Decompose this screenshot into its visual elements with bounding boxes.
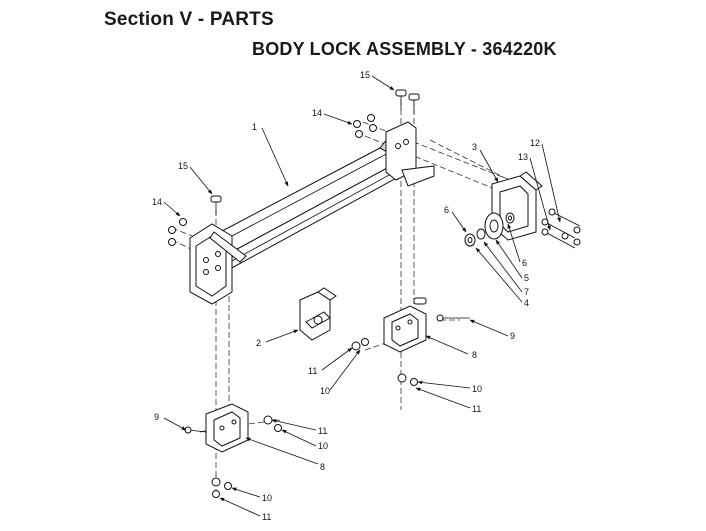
- callout-8b: 8: [320, 462, 325, 472]
- section-title: Section V - PARTS: [104, 9, 274, 30]
- bracket-bolts: [541, 208, 581, 249]
- callout-2: 2: [256, 338, 261, 348]
- callout-9b: 9: [154, 412, 159, 422]
- right-end-plate: [385, 121, 435, 187]
- carriage-bolt-left: [210, 195, 222, 214]
- assembly-title: BODY LOCK ASSEMBLY - 364220K: [252, 39, 557, 59]
- callout-15a: 15: [360, 70, 370, 80]
- nuts-left: [168, 218, 187, 246]
- hinge-bracket-upper: [383, 297, 427, 353]
- hinge-bracket-lower: [205, 403, 249, 453]
- nuts-top: [353, 114, 377, 138]
- callout-3: 3: [472, 142, 477, 152]
- callout-9a: 9: [510, 331, 515, 341]
- nuts-washers: [211, 338, 418, 498]
- callout-11c: 11: [318, 426, 327, 436]
- roller: [484, 212, 504, 240]
- callout-6a: 6: [444, 205, 449, 215]
- callout-4: 4: [524, 298, 529, 308]
- callout-11b: 11: [472, 404, 481, 414]
- callout-14a: 14: [312, 108, 322, 118]
- callout-11a: 11: [308, 366, 317, 376]
- callout-8a: 8: [472, 350, 477, 360]
- carriage-bolts-top: [395, 89, 420, 114]
- lower-bracket: [299, 287, 337, 341]
- callout-5: 5: [524, 273, 529, 283]
- callout-10b: 10: [472, 384, 482, 394]
- callout-leaders: [163, 75, 561, 517]
- callout-7: 7: [524, 287, 529, 297]
- callout-11d: 11: [262, 512, 271, 522]
- callout-6b: 6: [522, 258, 527, 268]
- callout-15b: 15: [178, 161, 188, 171]
- callout-12: 12: [530, 138, 540, 148]
- callout-1: 1: [252, 122, 257, 132]
- callout-13: 13: [518, 152, 528, 162]
- roller-hardware: [464, 212, 515, 247]
- callout-10c: 10: [318, 441, 328, 451]
- left-end-plate: [189, 223, 247, 305]
- callout-10d: 10: [262, 493, 272, 503]
- callout-10a: 10: [320, 386, 330, 396]
- callout-numbers: 1 2 3 4 5 6 6 7 8 8 9 9 10 10 10 10 11 1…: [152, 70, 540, 522]
- callout-14b: 14: [152, 197, 162, 207]
